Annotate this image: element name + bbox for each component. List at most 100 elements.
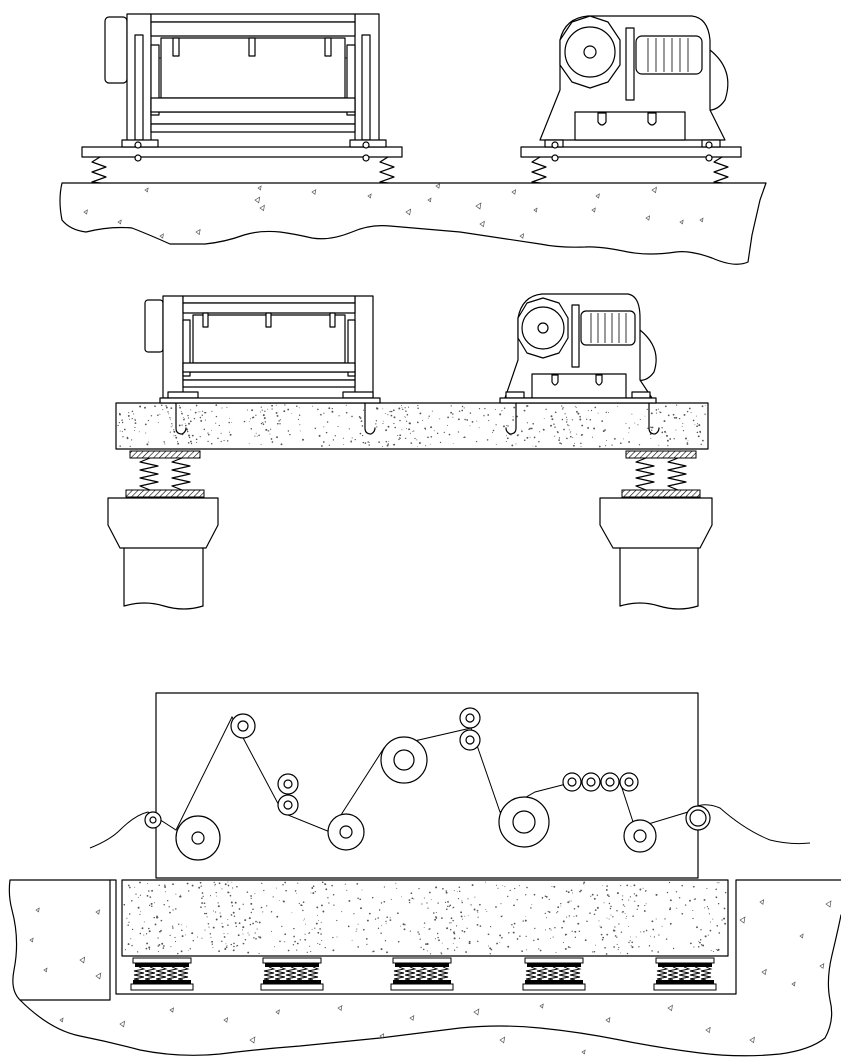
texture-speck: [350, 439, 352, 441]
texture-speck: [606, 933, 609, 936]
texture-speck: [402, 408, 404, 411]
texture-speck: [162, 947, 165, 949]
texture-speck: [445, 891, 448, 894]
texture-speck: [690, 412, 692, 413]
texture-speck: [188, 436, 191, 439]
texture-speck: [598, 445, 601, 448]
texture-speck: [539, 431, 541, 433]
texture-speck: [669, 907, 672, 909]
texture-speck: [336, 919, 338, 922]
texture-speck: [209, 933, 212, 935]
texture-speck: [697, 946, 700, 948]
texture-speck: [686, 410, 689, 413]
texture-speck: [699, 941, 701, 944]
texture-speck: [399, 419, 401, 422]
texture-speck: [260, 906, 263, 909]
texture-speck: [702, 944, 705, 947]
aggregate-mark: [825, 900, 832, 908]
texture-speck: [666, 434, 668, 437]
texture-speck: [157, 414, 159, 416]
texture-speck: [452, 942, 454, 944]
texture-speck: [236, 885, 238, 888]
texture-speck: [573, 445, 576, 447]
texture-speck: [404, 407, 406, 409]
texture-speck: [255, 414, 257, 416]
texture-speck: [608, 895, 610, 898]
texture-speck: [473, 908, 476, 911]
texture-speck: [221, 922, 223, 924]
texture-speck: [617, 949, 619, 951]
texture-speck: [320, 413, 322, 416]
texture-speck: [542, 896, 544, 898]
texture-speck: [681, 884, 683, 887]
texture-speck: [246, 891, 249, 893]
texture-speck: [688, 407, 691, 410]
texture-speck: [342, 437, 344, 439]
texture-speck: [430, 898, 432, 900]
texture-speck: [324, 946, 326, 949]
texture-speck: [706, 887, 708, 889]
texture-speck: [179, 406, 181, 409]
texture-speck: [143, 921, 145, 923]
texture-speck: [201, 892, 204, 894]
texture-speck: [611, 444, 613, 446]
texture-speck: [557, 911, 559, 913]
texture-speck: [380, 932, 382, 935]
texture-speck: [708, 913, 711, 915]
texture-speck: [440, 953, 443, 955]
texture-speck: [579, 415, 581, 418]
texture-speck: [390, 414, 393, 417]
texture-speck: [495, 443, 497, 445]
texture-speck: [402, 923, 405, 926]
texture-speck: [228, 431, 230, 433]
texture-speck: [569, 435, 572, 438]
aggregate-mark: [223, 1017, 229, 1023]
texture-speck: [692, 917, 694, 920]
texture-speck: [601, 938, 604, 941]
texture-speck: [560, 443, 562, 445]
texture-speck: [231, 421, 233, 423]
texture-speck: [429, 443, 431, 445]
texture-speck: [361, 434, 364, 437]
texture-speck: [317, 942, 319, 945]
texture-speck: [400, 925, 402, 927]
texture-speck: [558, 439, 560, 441]
texture-speck: [176, 441, 179, 443]
texture-speck: [261, 882, 263, 885]
texture-speck: [247, 932, 249, 934]
isolator-mounts: [130, 957, 717, 991]
texture-speck: [188, 434, 190, 437]
texture-speck: [614, 926, 616, 928]
texture-speck: [457, 431, 460, 433]
texture-speck: [574, 930, 577, 933]
texture-speck: [186, 430, 189, 433]
texture-speck: [609, 907, 612, 910]
texture-speck: [156, 917, 158, 919]
texture-speck: [405, 420, 408, 422]
texture-speck: [322, 441, 325, 443]
texture-speck: [306, 951, 308, 953]
texture-speck: [236, 945, 237, 947]
texture-speck: [170, 419, 171, 421]
texture-speck: [276, 915, 279, 918]
texture-speck: [297, 882, 299, 884]
texture-speck: [464, 915, 466, 917]
texture-speck: [598, 920, 600, 922]
texture-speck: [620, 885, 622, 887]
texture-speck: [181, 424, 183, 426]
texture-speck: [160, 929, 162, 932]
texture-speck: [452, 906, 455, 909]
texture-speck: [365, 938, 368, 940]
texture-speck: [554, 435, 556, 437]
texture-speck: [227, 881, 229, 883]
texture-speck: [506, 425, 508, 427]
texture-speck: [388, 440, 390, 442]
aggregate-mark: [43, 967, 48, 973]
texture-speck: [601, 885, 603, 887]
texture-speck: [170, 946, 172, 948]
texture-speck: [550, 415, 553, 418]
texture-speck: [218, 882, 221, 885]
texture-speck: [418, 933, 420, 935]
texture-speck: [169, 911, 171, 914]
texture-speck: [242, 926, 245, 929]
